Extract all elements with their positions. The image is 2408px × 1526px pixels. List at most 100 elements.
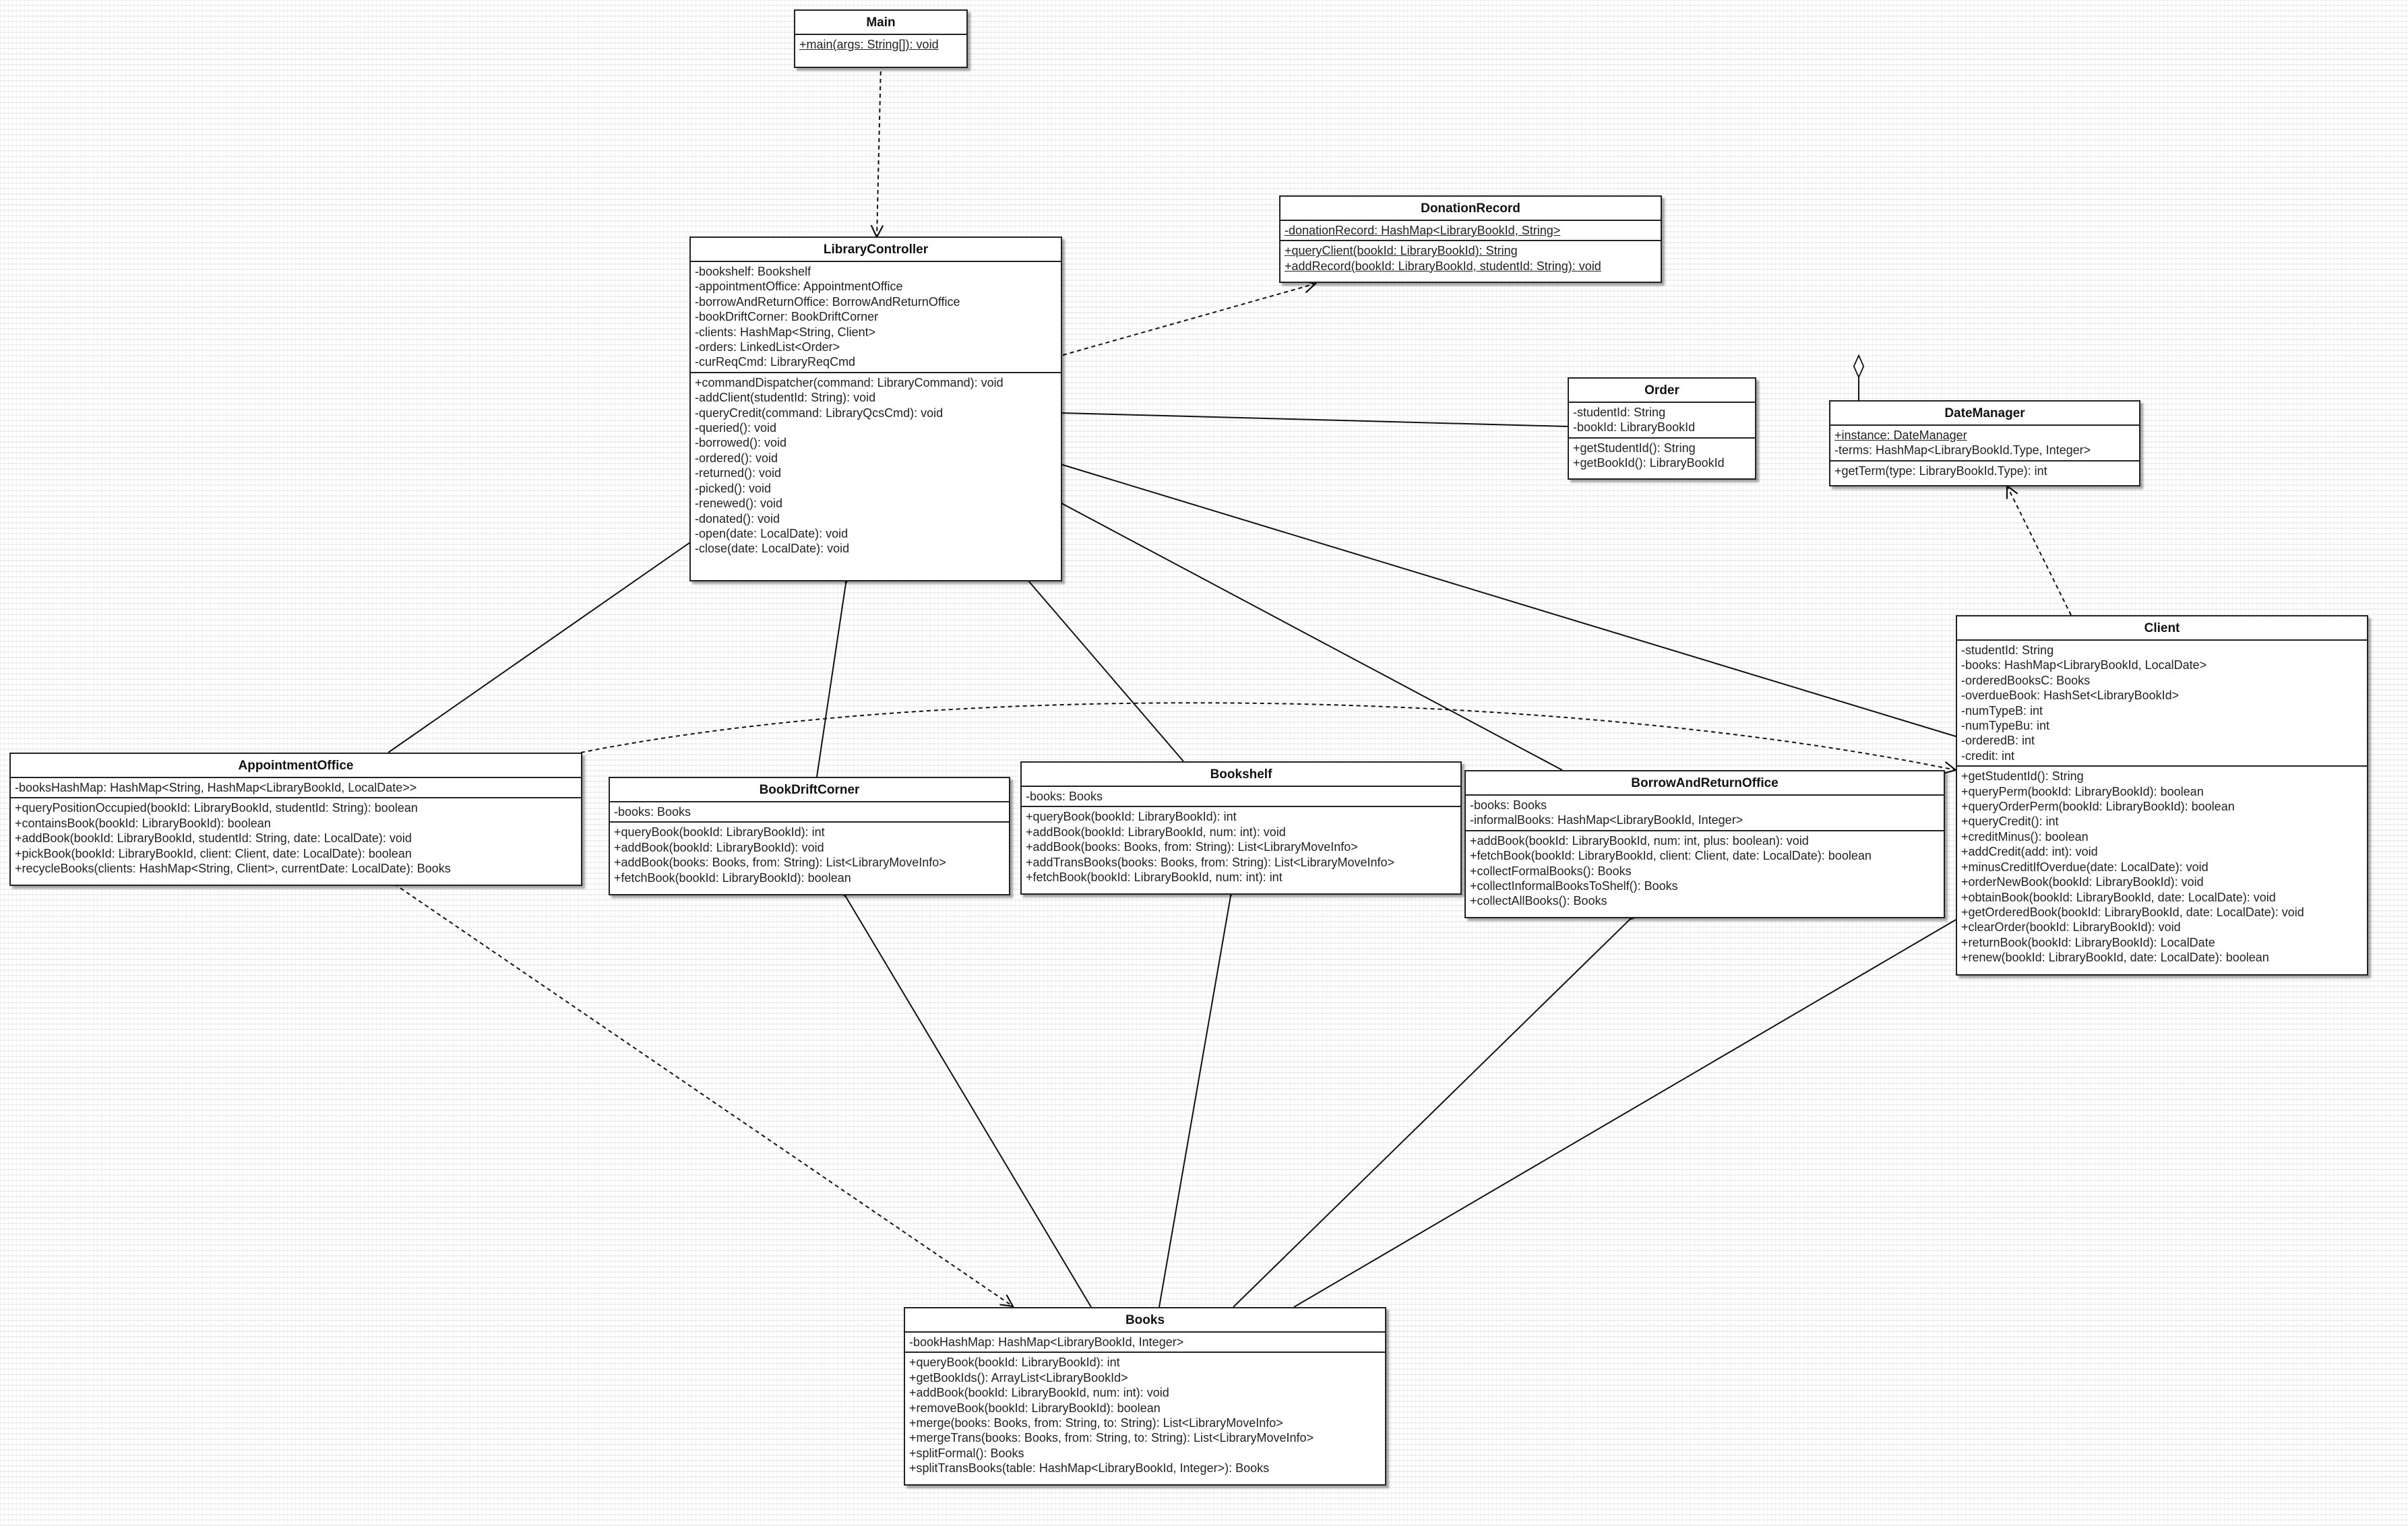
class-method: +fetchBook(bookId: LibraryBookId): boole… [614,870,851,885]
class-method: +queryPositionOccupied(bookId: LibraryBo… [15,801,418,815]
relation-controller-order [1063,413,1568,427]
class-main[interactable]: Main +main(args: String[]): void [794,9,968,68]
class-attribute: -books: HashMap<LibraryBookId, LocalDate… [1961,658,2207,672]
class-attribute: -orderedB: int [1961,734,2035,748]
relation-controller-driftcorner [816,583,846,777]
class-attribute: -clients: HashMap<String, Client> [695,325,876,339]
class-donation-record[interactable]: DonationRecord -donationRecord: HashMap<… [1279,195,1662,283]
class-method: -queried(): void [695,421,777,435]
class-attribute: -bookDriftCorner: BookDriftCorner [695,310,879,324]
class-method: +addBook(bookId: LibraryBookId, num: int… [1026,825,1286,839]
class-method: +recycleBooks(clients: HashMap<String, C… [15,862,451,876]
class-attribute: -orders: LinkedList<Order> [695,340,840,354]
class-name: BorrowAndReturnOffice [1466,771,1944,796]
class-attribute: -appointmentOffice: AppointmentOffice [695,280,903,294]
class-method: +renew(bookId: LibraryBookId, date: Loca… [1961,951,2269,965]
relation-controller-appointment [388,541,692,753]
class-method: +obtainBook(bookId: LibraryBookId, date:… [1961,890,2276,904]
relation-appointment-client [580,702,1956,770]
class-method: +mergeTrans(books: Books, from: String, … [909,1431,1314,1445]
class-date-manager[interactable]: DateManager +instance: DateManager-terms… [1829,400,2140,486]
class-attribute: -numTypeBu: int [1961,719,2050,733]
class-method: +removeBook(bookId: LibraryBookId): bool… [909,1401,1161,1415]
relation-client-datemanager [2007,486,2072,616]
class-attribute: -orderedBooksC: Books [1961,673,2091,687]
class-client[interactable]: Client -studentId: String-books: HashMap… [1956,615,2368,976]
class-method: +getBookIds(): ArrayList<LibraryBookId> [909,1370,1128,1385]
class-attribute: -borrowAndReturnOffice: BorrowAndReturnO… [695,294,960,309]
class-method: -donated(): void [695,511,780,526]
class-attribute: -credit: int [1961,749,2015,763]
class-method: +splitTransBooks(table: HashMap<LibraryB… [909,1461,1270,1475]
relation-client-books [1293,919,1957,1308]
relation-main-controller [877,63,881,237]
class-attribute: -terms: HashMap<LibraryBookId.Type, Inte… [1834,443,2091,457]
relation-driftcorner-books [846,897,1092,1308]
class-name: Main [795,11,966,35]
class-attribute: -informalBooks: HashMap<LibraryBookId, I… [1470,813,1743,827]
class-bookshelf[interactable]: Bookshelf -books: Books +queryBook(bookI… [1020,761,1462,895]
class-name: LibraryController [691,238,1061,262]
class-attribute: -books: Books [1026,790,1103,803]
class-method: +queryClient(bookId: LibraryBookId): Str… [1285,244,1518,258]
class-name: Books [905,1308,1385,1333]
class-attribute: -bookId: LibraryBookId [1573,420,1696,435]
class-method: +collectAllBooks(): Books [1470,894,1607,908]
class-attribute: -numTypeB: int [1961,703,2043,718]
class-method: -borrowed(): void [695,436,787,450]
class-method: +main(args: String[]): void [799,38,939,51]
class-name: DateManager [1830,402,2139,426]
class-attributes: -bookshelf: Bookshelf -appointmentOffice:… [691,262,1061,373]
class-method: +getTerm(type: LibraryBookId.Type): int [1834,464,2047,478]
class-attributes: -donationRecord: HashMap<LibraryBookId, … [1280,221,1661,242]
class-method: +addBook(bookId: LibraryBookId): void [614,840,824,854]
class-method: +pickBook(bookId: LibraryBookId, client:… [15,846,412,860]
class-name: AppointmentOffice [11,754,581,778]
class-method: +fetchBook(bookId: LibraryBookId, num: i… [1026,870,1283,885]
class-method: -open(date: LocalDate): void [695,526,848,540]
relation-borrowreturn-books [1233,920,1630,1308]
class-appointment-office[interactable]: AppointmentOffice -booksHashMap: HashMap… [9,753,582,886]
class-attributes: -studentId: String-books: HashMap<Librar… [1957,641,2367,767]
class-attribute: -studentId: String [1573,406,1666,419]
class-attribute: -bookHashMap: HashMap<LibraryBookId, Int… [909,1335,1184,1349]
class-borrow-and-return-office[interactable]: BorrowAndReturnOffice -books: Books-info… [1464,770,1945,918]
class-attribute: -bookshelf: Bookshelf [695,265,811,278]
class-method: +getBookId(): LibraryBookId [1573,456,1725,470]
class-attributes: -studentId: String-bookId: LibraryBookId [1569,403,1755,439]
class-methods: +addBook(bookId: LibraryBookId, num: int… [1466,831,1944,911]
class-method: +collectInformalBooksToShelf(): Books [1470,879,1678,893]
class-method: +fetchBook(bookId: LibraryBookId, client… [1470,849,1872,863]
class-attribute: -books: Books [1470,798,1547,812]
class-method: +minusCreditIfOverdue(date: LocalDate): … [1961,860,2209,874]
class-method: +queryPerm(bookId: LibraryBookId): boole… [1961,784,2204,798]
class-name: Order [1569,379,1755,403]
class-method: +addCredit(add: int): void [1961,845,2098,859]
class-method: +creditMinus(): boolean [1961,829,2089,844]
class-method: -returned(): void [695,466,782,480]
relation-controller-borrowreturn [1063,504,1563,771]
class-order[interactable]: Order -studentId: String-bookId: Library… [1568,377,1756,480]
class-method: -renewed(): void [695,497,783,511]
class-method: +addBook(books: Books, from: String): Li… [1026,840,1358,854]
class-attribute: -booksHashMap: HashMap<String, HashMap<L… [15,781,417,794]
class-method: +queryBook(bookId: LibraryBookId): int [1026,810,1237,824]
class-library-controller[interactable]: LibraryController -bookshelf: Bookshelf-… [689,236,1062,581]
class-methods: +queryPositionOccupied(bookId: LibraryBo… [11,798,581,878]
class-method: +returnBook(bookId: LibraryBookId): Loca… [1961,935,2215,949]
class-books[interactable]: Books -bookHashMap: HashMap<LibraryBookI… [904,1307,1386,1486]
class-methods: +getStudentId(): String+getBookId(): Lib… [1569,439,1755,473]
class-method: -ordered(): void [695,451,778,465]
class-attribute: -curReqCmd: LibraryReqCmd [695,355,856,369]
class-method: +queryBook(bookId: LibraryBookId): int [614,825,825,839]
class-method: +addBook(bookId: LibraryBookId, num: int… [1470,833,1809,848]
class-methods: +queryBook(bookId: LibraryBookId): int+a… [1022,807,1460,887]
class-method: +containsBook(bookId: LibraryBookId): bo… [15,816,271,830]
class-attribute: +instance: DateManager [1834,428,1967,442]
class-method: +queryCredit(): int [1961,815,2059,829]
class-attribute: -studentId: String [1961,643,2054,657]
class-book-drift-corner[interactable]: BookDriftCorner -books: Books +queryBook… [609,777,1010,895]
class-name: Bookshelf [1022,763,1460,787]
class-method: -queryCredit(command: LibraryQcsCmd): vo… [695,406,944,420]
